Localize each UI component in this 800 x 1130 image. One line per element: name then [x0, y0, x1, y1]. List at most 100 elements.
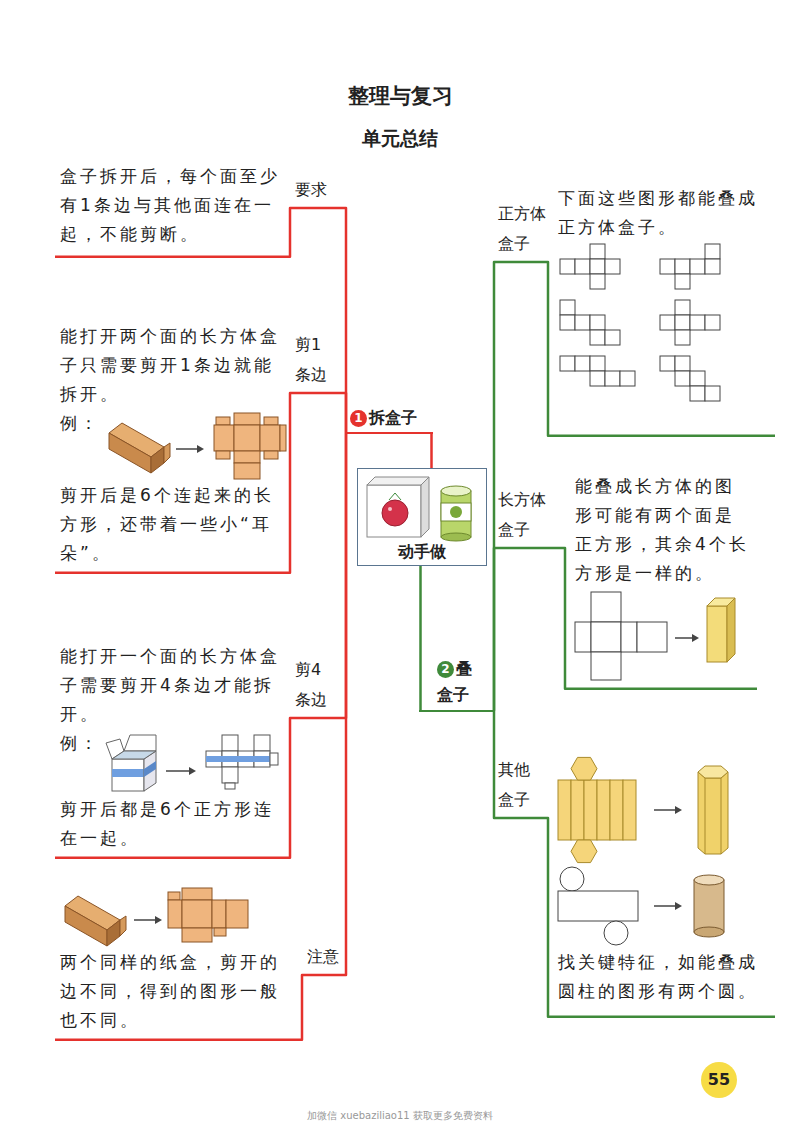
figure-part	[698, 766, 728, 778]
figure-part	[109, 433, 151, 473]
figure-part	[560, 259, 575, 274]
figure-part	[591, 652, 621, 680]
figure-part	[675, 371, 690, 386]
example-row: 例：	[60, 409, 286, 481]
branch-body: 能打开一个面的长方体盒子需要剪开4条边才能拆开。例：剪开后都是6个正方形连在一起…	[60, 642, 286, 853]
figure-part	[560, 315, 575, 330]
figure-part	[112, 769, 144, 777]
figure-part	[168, 900, 182, 928]
branch-body: 找关键特征，如能叠成圆柱的图形有两个圆。	[558, 752, 771, 1006]
figure-arrow	[654, 905, 676, 907]
figure-part	[705, 315, 720, 330]
bracket-line	[55, 718, 345, 858]
figure-part	[144, 761, 156, 777]
body-text: 能打开一个面的长方体盒子需要剪开4条边才能拆开。	[60, 642, 286, 729]
figure-part	[705, 778, 721, 854]
figure-part	[705, 259, 720, 274]
figure-part	[189, 767, 196, 775]
cuboid-figure	[575, 588, 745, 684]
figure-part	[675, 259, 690, 274]
figure-part	[571, 757, 597, 780]
figure-part	[120, 916, 126, 936]
others-figure	[558, 752, 738, 948]
figure-part	[675, 330, 690, 345]
figure-part	[112, 751, 156, 759]
figure-part	[675, 902, 682, 910]
bracket-line	[495, 818, 775, 1017]
branch-body: 下面这些图形都能叠成正方体盒子。	[558, 184, 771, 408]
figure-part	[560, 356, 575, 371]
figure-part	[575, 259, 590, 274]
figure-part	[591, 622, 621, 652]
branch-connector	[345, 208, 346, 433]
branch-connector	[419, 566, 422, 712]
figure-part	[234, 413, 260, 425]
figure-part	[605, 371, 620, 386]
figure-part	[675, 356, 690, 371]
figure-part	[107, 920, 120, 946]
figure-part	[441, 533, 471, 541]
center-text: 动手做	[358, 541, 486, 563]
branch-topic: 正方体盒子下面这些图形都能叠成正方体盒子。	[495, 180, 775, 437]
figure-part	[155, 916, 162, 924]
figure-part	[254, 735, 270, 751]
branch-topic: 剪1条边能打开两个面的长方体盒子只需要剪开1条边就能拆开。例：剪开后是6个连起来…	[55, 318, 345, 574]
figure-part	[690, 315, 705, 330]
branch-topic: 注意两个同样的纸盒，剪开的边不同，得到的图形一般也不同。	[55, 884, 345, 1041]
figure-part	[226, 900, 248, 928]
figure-part	[637, 622, 667, 652]
figure-part	[660, 356, 675, 371]
figure-part	[705, 386, 720, 401]
figure-part	[571, 780, 584, 840]
body-text: 能打开两个面的长方体盒子只需要剪开1条边就能拆开。	[60, 322, 286, 409]
body-text: 剪开后都是6个正方形连在一起。	[60, 795, 286, 853]
figure-part	[590, 330, 605, 345]
branch-connector	[494, 711, 495, 818]
figure-part	[694, 880, 724, 932]
figure-part	[694, 875, 724, 885]
figure-part	[441, 486, 471, 496]
figure-part	[367, 485, 421, 537]
branch-heading: 长方体盒子	[498, 485, 550, 545]
branch-connector	[345, 433, 346, 975]
bracket-line	[55, 393, 345, 573]
branch-body: 两个同样的纸盒，剪开的边不同，得到的图形一般也不同。	[60, 886, 298, 1035]
figure-part	[698, 772, 728, 854]
figure-part	[182, 928, 212, 942]
body-text: 剪开后是6个连起来的长方形，还带着一些小“耳朵”。	[60, 481, 286, 568]
figure-part	[260, 425, 280, 451]
figure-part	[675, 274, 690, 289]
branch-label-text: 1拆盒子	[345, 403, 433, 431]
branch-heading: 注意	[307, 942, 345, 972]
figure-part	[605, 330, 620, 345]
figure-part	[660, 259, 675, 274]
figure-part	[280, 425, 286, 451]
figure-part	[604, 921, 628, 945]
figure-part	[707, 606, 727, 662]
figure-part	[620, 371, 635, 386]
page-title: 整理与复习	[0, 82, 800, 110]
figure-part	[727, 598, 735, 662]
figure-part	[216, 451, 230, 459]
branch-connector	[494, 548, 495, 711]
figure-part	[164, 443, 170, 463]
branch-connector	[345, 393, 346, 433]
callout-number: 1	[350, 410, 367, 427]
figure-part	[590, 244, 605, 259]
figure-arrow	[176, 448, 198, 450]
figure-part	[610, 780, 623, 840]
figure-part	[382, 500, 408, 526]
figure-part	[692, 634, 699, 642]
figure-part	[441, 491, 471, 537]
branch-topic: 剪4条边能打开一个面的长方体盒子需要剪开4条边才能拆开。例：剪开后都是6个正方形…	[55, 640, 345, 859]
branch-label: 2叠盒子	[419, 652, 495, 712]
figure-part	[222, 767, 238, 783]
figure-part	[590, 356, 605, 371]
figure-part	[623, 780, 636, 840]
branch-label: 1拆盒子	[345, 403, 433, 434]
figure-part	[214, 928, 226, 936]
figure-part	[450, 506, 462, 518]
figure-part	[690, 259, 705, 274]
bracket-line	[495, 262, 775, 436]
page-number: 55	[701, 1062, 737, 1098]
